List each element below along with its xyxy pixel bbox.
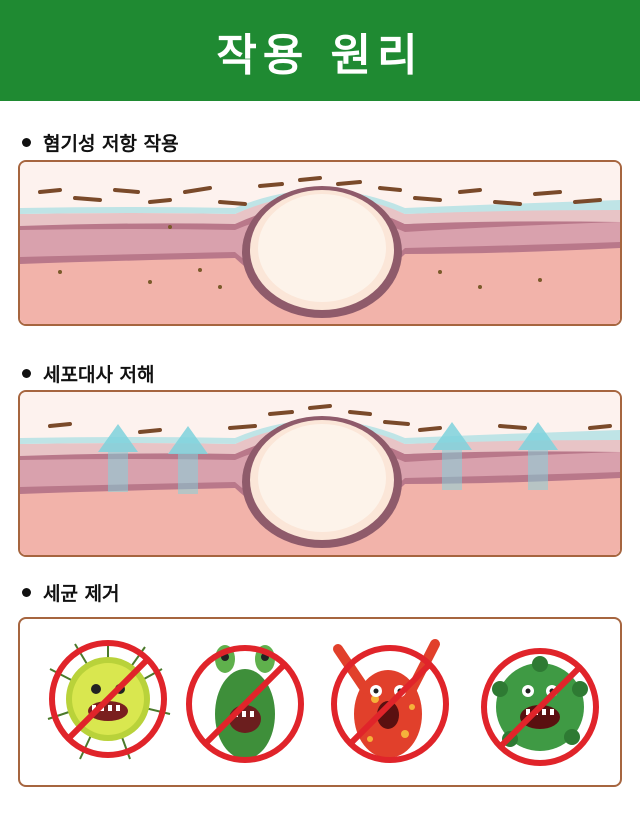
section-label-metabolism: 세포대사 저해 — [22, 358, 155, 388]
section-label-bacteria: 세균 제거 — [22, 577, 120, 607]
page-title: 작용 원리 — [216, 29, 424, 81]
bacteria-removal-illustration — [47, 639, 599, 766]
title-banner: 작용 원리 — [0, 0, 640, 101]
bullet-icon — [22, 587, 31, 597]
germ-yellow-icon — [47, 640, 171, 760]
germ-green-round-icon — [481, 648, 599, 766]
section-title: 혐기성 저항 작용 — [43, 132, 179, 155]
section-label-anaerobic: 혐기성 저항 작용 — [22, 127, 179, 157]
bullet-icon — [22, 368, 31, 378]
skin-diagram-anaerobic — [18, 160, 622, 326]
bacteria-panel — [18, 617, 622, 787]
germ-green-icon — [186, 645, 304, 763]
germ-red-icon — [331, 639, 449, 763]
skin-cross-section-arrows-illustration — [20, 392, 620, 555]
bullet-icon — [22, 137, 31, 147]
section-title: 세포대사 저해 — [43, 363, 155, 386]
section-title: 세균 제거 — [43, 582, 120, 605]
skin-diagram-metabolism — [18, 390, 622, 557]
skin-cross-section-illustration — [20, 162, 620, 324]
